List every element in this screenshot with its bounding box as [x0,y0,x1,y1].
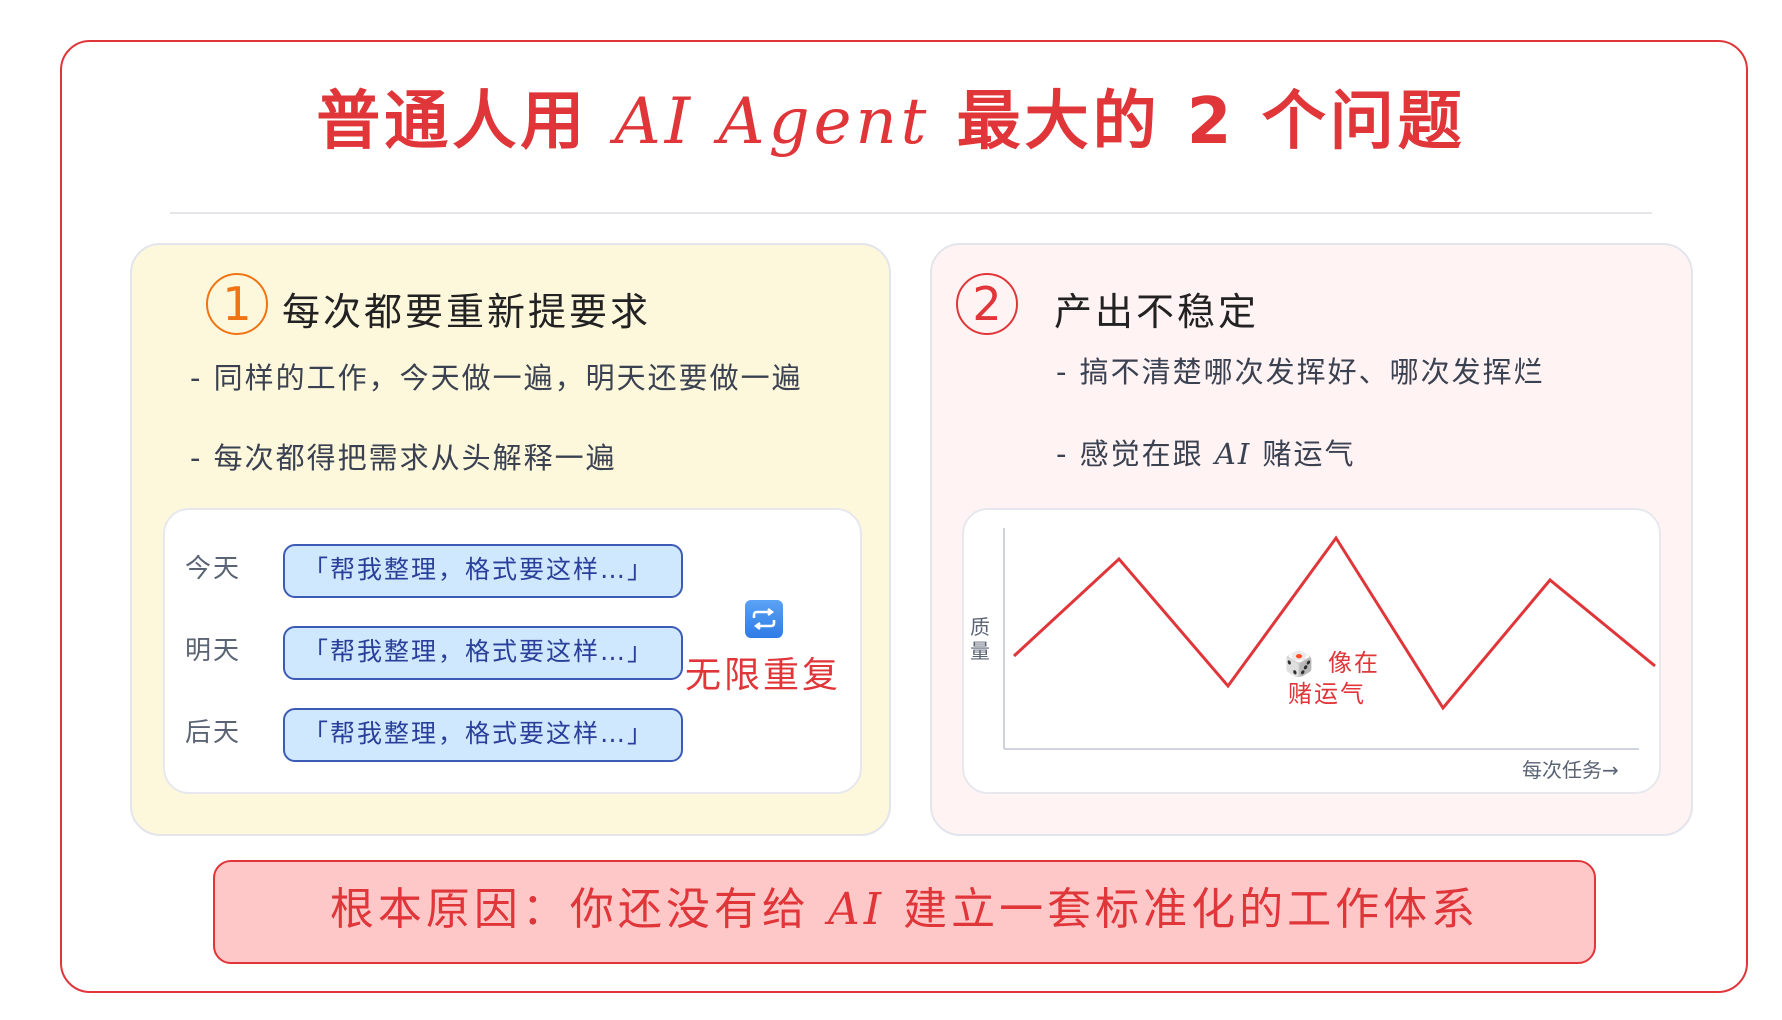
problem2-bullet-1: - 搞不清楚哪次发挥好、哪次发挥烂 [1056,355,1545,389]
title-suffix: 最大的 2 个问题 [930,85,1466,159]
problem1-panel: 1 每次都要重新提要求 - 同样的工作，今天做一遍，明天还要做一遍 - 每次都得… [130,243,891,836]
problem1-bullet-1: - 同样的工作，今天做一遍，明天还要做一遍 [190,361,803,395]
title-prefix: 普通人用 [316,85,615,159]
title-divider [170,212,1652,214]
banner-prefix: 根本原因：你还没有给 [329,884,828,935]
bullet-suffix: 赌运气 [1251,437,1356,471]
repeat-icon [745,600,783,638]
gamble-note-line1: 像在 [1328,649,1380,677]
repeat-illustration-card: 今天 「帮我整理，格式要这样…」 明天 「帮我整理，格式要这样…」 后天 「帮我… [163,508,862,794]
problem2-number-badge: 2 [956,273,1018,335]
root-cause-banner: 根本原因：你还没有给 AI 建立一套标准化的工作体系 [213,860,1596,964]
quality-line [1012,535,1656,711]
repeat-label: 无限重复 [685,655,842,696]
day-label-today: 今天 [185,554,242,584]
gamble-note-line2: 赌运气 [1288,680,1366,708]
problem2-heading: 产出不稳定 [1054,290,1260,334]
day-label-day-after: 后天 [185,718,242,748]
problem1-bullet-2: - 每次都得把需求从头解释一遍 [190,441,617,475]
dice-icon: 🎲 [1284,650,1314,678]
prompt-bubble-today: 「帮我整理，格式要这样…」 [283,544,683,598]
title-latin: AI Agent [614,85,931,159]
y-axis-label: 质量 [970,615,990,663]
prompt-bubble-day-after: 「帮我整理，格式要这样…」 [283,708,683,762]
prompt-bubble-tomorrow: 「帮我整理，格式要这样…」 [283,626,683,680]
banner-suffix: 建立一套标准化的工作体系 [885,884,1480,935]
problem1-heading: 每次都要重新提要求 [282,290,652,334]
day-label-tomorrow: 明天 [185,636,242,666]
quality-chart-card: 质量 每次任务→ 🎲 像在 赌运气 [962,508,1661,794]
banner-latin: AI [827,884,886,935]
problem1-number-badge: 1 [206,273,268,335]
bullet-latin: AI [1214,437,1252,471]
problem2-panel: 2 产出不稳定 - 搞不清楚哪次发挥好、哪次发挥烂 - 感觉在跟 AI 赌运气 … [930,243,1693,836]
problem2-bullet-2: - 感觉在跟 AI 赌运气 [1056,431,1356,473]
page-title: 普通人用 AI Agent 最大的 2 个问题 [0,70,1782,162]
quality-line-chart [1003,528,1656,750]
bullet-prefix: - 感觉在跟 [1056,437,1215,471]
x-axis-label: 每次任务→ [1522,758,1619,782]
gamble-note: 像在 赌运气 [1288,648,1388,710]
